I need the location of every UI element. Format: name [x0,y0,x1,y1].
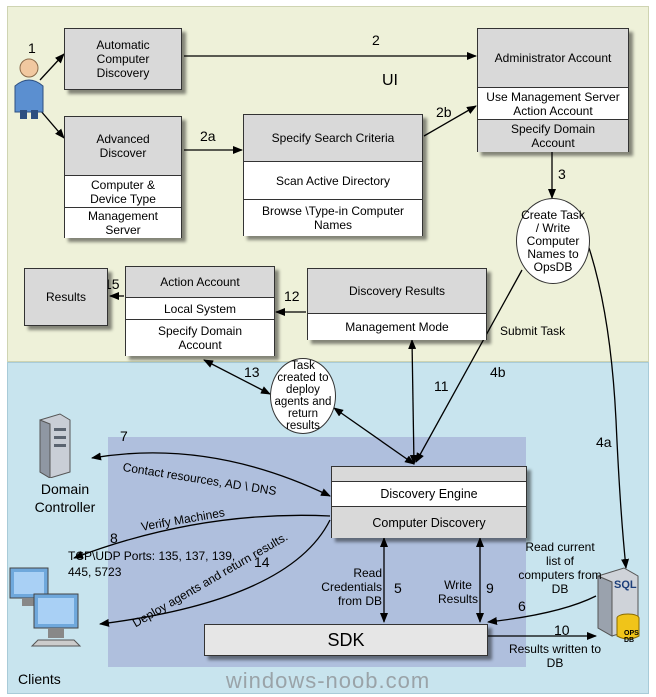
create-task-circle: Create Task / Write Computer Names to Op… [516,198,590,284]
arrow-11 [408,339,418,465]
results-written-label: Results written to DB [508,642,602,670]
task-created-circle: Task created to deploy agents and return… [270,358,336,434]
user-icon [14,58,44,119]
arrow-13 [203,359,271,395]
computers-icon [9,567,82,647]
arrow-1b [39,109,65,139]
arrow-8 [73,514,331,559]
step-4b: 4b [490,364,506,380]
management-mode: Management Mode [308,313,486,340]
read-current-label: Read current list of computers from DB [518,540,602,596]
step-12: 12 [284,288,300,304]
ui-label: UI [382,72,398,89]
step-8: 8 [110,530,118,546]
step-5: 5 [394,580,402,596]
sdk-box: SDK [204,624,488,656]
local-system: Local System [126,297,274,319]
write-results-label: Write Results [437,578,478,606]
step-3: 3 [558,166,566,182]
arrow-1a [39,53,65,81]
sql-label: SQL [614,579,637,591]
arrow-6 [487,595,597,625]
specify-domain-account-admin: Specify Domain Account [478,119,628,152]
ops-db-label: OPS DB [624,630,639,644]
create-task-text: Create Task / Write Computer Names to Op… [521,207,585,274]
step-14: 14 [254,554,270,570]
step-2a: 2a [200,128,216,144]
action-account-title: Action Account [126,267,274,297]
scan-active-directory: Scan Active Directory [244,161,422,199]
submit-task-label: Submit Task [500,324,566,338]
arrow-task [333,407,415,465]
step-13: 13 [244,364,260,380]
automatic-discovery-box: Automatic Computer Discovery [64,28,182,90]
arrow-2b [423,105,477,137]
discovery-results-box: Discovery Results Management Mode [307,268,487,340]
administrator-account-title: Administrator Account [478,29,628,87]
management-server: Management Server [65,207,181,238]
discovery-engine-box: Discovery Engine Computer Discovery [331,466,527,538]
administrator-account-box: Administrator Account Use Management Ser… [477,28,629,152]
computer-discovery-label: Computer Discovery [332,507,526,538]
domain-controller-label: Domain Controller [34,481,96,515]
sql-database-icon [597,567,640,640]
step-2b: 2b [436,104,452,120]
step-11: 11 [434,378,449,394]
arrow-7 [91,452,331,497]
clients-label: Clients [18,671,61,687]
step-10: 10 [554,622,570,638]
automatic-discovery-label: Automatic Computer Discovery [65,29,181,89]
step-2: 2 [372,32,380,48]
watermark: windows-noob.com [225,668,431,693]
step-6: 6 [518,598,526,614]
task-created-text: Task created to deploy agents and return… [274,360,332,432]
advanced-discover-box: Advanced Discover Computer & Device Type… [64,116,182,238]
step-9: 9 [486,580,494,596]
ports-label: TCP\UDP Ports: 135, 137, 139, 445, 5723 [68,549,236,579]
results-box: Results [24,268,108,326]
search-criteria-box: Specify Search Criteria Scan Active Dire… [243,114,423,236]
discovery-results-title: Discovery Results [308,269,486,313]
arrow-4b [415,269,523,463]
use-management-server-action-account: Use Management Server Action Account [478,87,628,119]
step-4a: 4a [596,434,612,450]
sdk-label: SDK [327,630,365,650]
server-icon [39,413,71,478]
results-label: Results [25,269,107,325]
read-credentials-label: Read Credentials from DB [321,566,382,608]
step-7: 7 [120,428,128,444]
specify-domain-account-action: Specify Domain Account [126,319,274,356]
advanced-discover-title: Advanced Discover [65,117,181,175]
discovery-engine-label: Discovery Engine [332,481,526,507]
browse-computer-names: Browse \Type-in Computer Names [244,199,422,236]
arrow-4a [581,227,630,569]
action-account-box: Action Account Local System Specify Doma… [125,266,275,356]
arrow-14 [99,519,331,627]
search-criteria-title: Specify Search Criteria [244,115,422,161]
step-1: 1 [28,40,36,56]
computer-device-type: Computer & Device Type [65,175,181,207]
